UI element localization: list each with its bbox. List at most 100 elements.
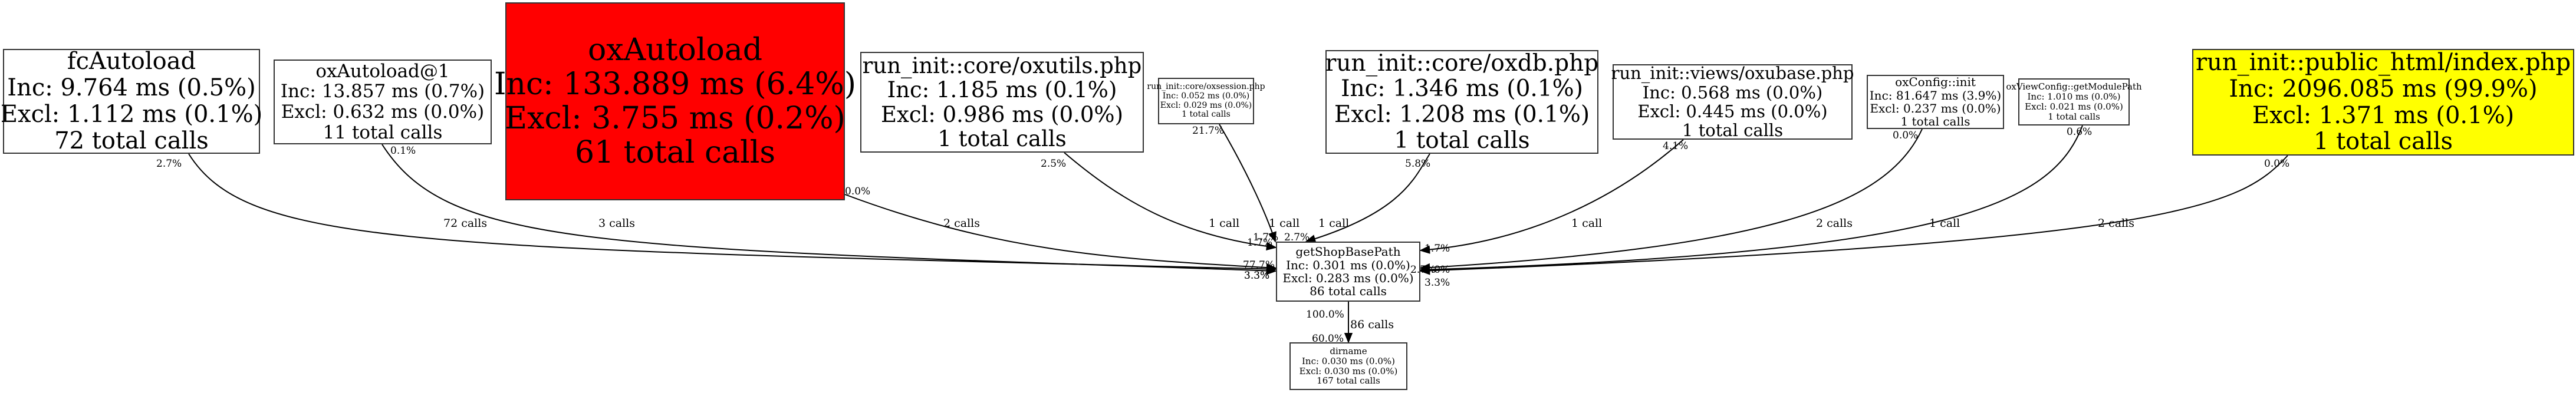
edge-head-percent-label: 3.3% bbox=[1244, 270, 1270, 282]
node-total-calls: 1 total calls bbox=[1900, 114, 1970, 129]
edge-fcAutoload-to-getShopBasePath bbox=[188, 153, 1277, 273]
edge-tail-percent-label: 2.7% bbox=[156, 158, 182, 170]
node-name: run_init::public_html/index.php bbox=[2195, 48, 2571, 76]
node-name: run_init::views/oxubase.php bbox=[1611, 63, 1854, 84]
node-exclusive-time: Excl: 1.208 ms (0.1%) bbox=[1334, 101, 1590, 128]
edge-oxViewConfig-to-getShopBasePath bbox=[1419, 125, 2083, 274]
node-total-calls: 11 total calls bbox=[323, 121, 443, 143]
edge-head-percent-label: 1.7% bbox=[1424, 243, 1450, 255]
node-total-calls: 86 total calls bbox=[1310, 284, 1387, 299]
edge-head-percent-label: 77.7% bbox=[1243, 259, 1275, 271]
edge-index-to-getShopBasePath bbox=[1419, 155, 2288, 275]
node-exclusive-time: Excl: 3.755 ms (0.2%) bbox=[505, 101, 845, 136]
edge-tail-percent-label: 21.7% bbox=[1192, 125, 1225, 137]
node-exclusive-time: Excl: 0.445 ms (0.0%) bbox=[1637, 101, 1828, 121]
edge-tail-percent-label: 0.0% bbox=[845, 186, 871, 197]
node-name: fcAutoload bbox=[67, 48, 196, 75]
edge-oxutils-to-getShopBasePath bbox=[1064, 152, 1277, 251]
edge-oxAutoload1-to-getShopBasePath bbox=[381, 144, 1277, 275]
node-name: oxViewConfig::getModulePath bbox=[2006, 81, 2142, 93]
node-name: run_init::core/oxsession.php bbox=[1147, 82, 1265, 92]
edge-tail-percent-label: 0.0% bbox=[2264, 158, 2290, 170]
node-name: oxConfig::init bbox=[1895, 75, 1976, 90]
node-exclusive-time: Excl: 1.371 ms (0.1%) bbox=[2252, 101, 2515, 129]
edge-tail-percent-label: 0.6% bbox=[2067, 126, 2093, 138]
edge-call-count-label: 86 calls bbox=[1350, 318, 1394, 331]
edge-oxAutoload-to-getShopBasePath bbox=[844, 194, 1277, 272]
edge-call-count-label: 2 calls bbox=[2098, 217, 2135, 230]
edge-call-count-label: 3 calls bbox=[598, 217, 636, 230]
node-inclusive-time: Inc: 2096.085 ms (99.9%) bbox=[2229, 75, 2538, 103]
edge-head-percent-label: 3.3% bbox=[1424, 277, 1450, 289]
edge-tail-percent-label: 2.5% bbox=[1041, 158, 1067, 170]
node-total-calls: 167 total calls bbox=[1317, 375, 1380, 387]
node-exclusive-time: Excl: 0.237 ms (0.0%) bbox=[1870, 101, 2001, 115]
edge-head-percent-label: 2.0% bbox=[1424, 264, 1450, 276]
node-inclusive-time: Inc: 81.647 ms (3.9%) bbox=[1869, 88, 2002, 103]
node-total-calls: 1 total calls bbox=[2048, 111, 2100, 122]
edge-call-count-label: 1 call bbox=[1209, 217, 1240, 230]
node-inclusive-time: Inc: 1.010 ms (0.0%) bbox=[2027, 91, 2121, 103]
node-total-calls: 1 total calls bbox=[937, 126, 1067, 151]
node-total-calls: 1 total calls bbox=[2313, 128, 2453, 156]
edge-call-count-label: 2 calls bbox=[1816, 217, 1853, 230]
edge-head-percent-label: 1.7% bbox=[1253, 232, 1279, 243]
node-total-calls: 61 total calls bbox=[574, 135, 776, 171]
edge-oxubase-to-getShopBasePath bbox=[1419, 139, 1684, 254]
edge-head-percent-label: 2.7% bbox=[1284, 232, 1310, 243]
node-exclusive-time: Excl: 0.283 ms (0.0%) bbox=[1282, 271, 1414, 285]
node-name: oxAutoload@1 bbox=[315, 60, 450, 82]
node-total-calls: 1 total calls bbox=[1394, 127, 1530, 154]
node-inclusive-time: Inc: 133.889 ms (6.4%) bbox=[494, 66, 856, 102]
edge-tail-percent-label: 0.1% bbox=[390, 145, 416, 157]
edge-call-count-label: 1 call bbox=[1269, 217, 1300, 230]
node-exclusive-time: Excl: 0.021 ms (0.0%) bbox=[2025, 101, 2123, 112]
edge-tail-percent-label: 4.1% bbox=[1663, 140, 1689, 152]
edge-tail-percent-label: 0.0% bbox=[1893, 130, 1919, 141]
edge-head-percent-label: 3.3% bbox=[1244, 270, 1270, 282]
node-inclusive-time: Inc: 0.052 ms (0.0%) bbox=[1162, 91, 1250, 101]
node-name: getShopBasePath bbox=[1295, 245, 1401, 259]
node-total-calls: 72 total calls bbox=[54, 127, 209, 154]
edge-call-count-label: 1 call bbox=[1571, 217, 1603, 230]
edge-head-percent-label: 1.7% bbox=[1247, 237, 1273, 249]
edge-call-count-label: 1 call bbox=[1929, 217, 1960, 230]
node-name: run_init::core/oxutils.php bbox=[862, 52, 1142, 78]
node-exclusive-time: Excl: 0.632 ms (0.0%) bbox=[281, 101, 485, 123]
edge-tail-percent-label: 5.8% bbox=[1405, 158, 1431, 170]
edge-oxdb-to-getShopBasePath bbox=[1305, 153, 1430, 243]
edge-tail-percent-label: 100.0% bbox=[1306, 309, 1344, 321]
edge-call-count-label: 2 calls bbox=[943, 217, 981, 230]
node-inclusive-time: Inc: 0.030 ms (0.0%) bbox=[1301, 355, 1396, 366]
edge-call-count-label: 1 call bbox=[1318, 217, 1350, 230]
edge-call-count-label: 72 calls bbox=[443, 217, 488, 230]
node-exclusive-time: Excl: 0.029 ms (0.0%) bbox=[1160, 100, 1252, 110]
edge-oxsession-to-getShopBasePath bbox=[1219, 124, 1277, 243]
node-exclusive-time: Excl: 0.030 ms (0.0%) bbox=[1299, 365, 1398, 377]
node-inclusive-time: Inc: 9.764 ms (0.5%) bbox=[7, 74, 256, 102]
node-name: dirname bbox=[1330, 345, 1367, 356]
node-total-calls: 1 total calls bbox=[1182, 110, 1231, 120]
node-inclusive-time: Inc: 0.301 ms (0.0%) bbox=[1286, 257, 1410, 272]
node-exclusive-time: Excl: 0.986 ms (0.0%) bbox=[880, 101, 1124, 127]
node-inclusive-time: Inc: 13.857 ms (0.7%) bbox=[280, 81, 485, 103]
node-inclusive-time: Inc: 0.568 ms (0.0%) bbox=[1642, 82, 1823, 103]
node-name: oxAutoload bbox=[587, 32, 763, 68]
edge-head-percent-label: 2.7% bbox=[1410, 264, 1436, 276]
edge-oxConfigInit-to-getShopBasePath bbox=[1419, 128, 1923, 272]
node-inclusive-time: Inc: 1.185 ms (0.1%) bbox=[887, 77, 1117, 103]
edge-head-percent-label: 60.0% bbox=[1312, 333, 1344, 345]
